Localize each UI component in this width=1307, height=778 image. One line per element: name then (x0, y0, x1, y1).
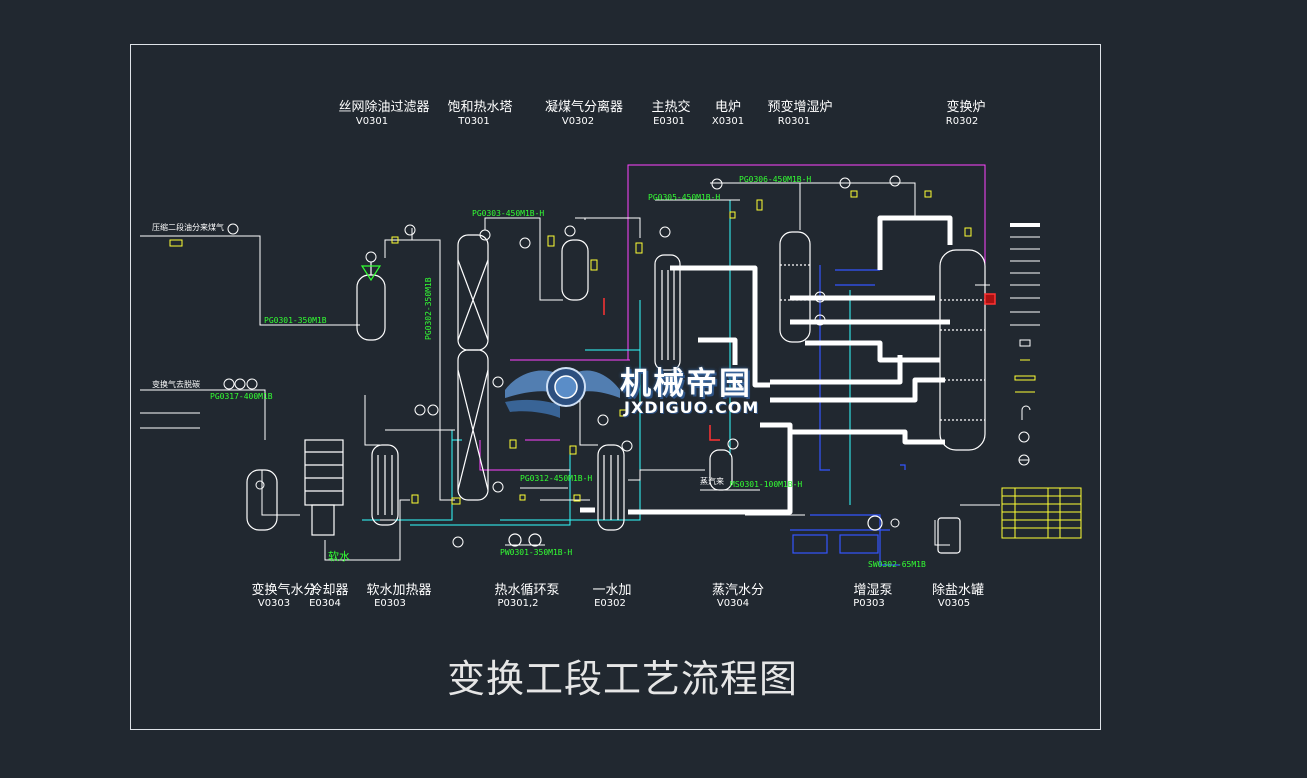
shift-converter (939, 249, 986, 451)
equipment-name: 冷却器 (309, 583, 349, 598)
main-heat-exchanger (654, 254, 681, 371)
magenta-lines (479, 164, 986, 471)
saturation-tower (457, 234, 489, 351)
thick-pipes (580, 215, 953, 515)
pipeline-label: MS0301-100M1B-H (730, 480, 803, 489)
equipment-tag: V0301 (355, 116, 389, 127)
pipeline-label: PW0301-350M1B-H (500, 548, 573, 557)
inlet-label: 蒸汽来 (700, 477, 724, 486)
equipment-name: 蒸汽水分 (711, 583, 765, 598)
equipment-tag: E0301 (653, 116, 685, 127)
equipment-tag: V0303 (257, 598, 291, 609)
equipment-shapes (246, 231, 986, 554)
cyan-lines (362, 200, 851, 526)
equipment-name: 饱和热水塔 (447, 100, 513, 115)
pipeline-label: PG0302-350M1B (424, 277, 433, 340)
filter-vessel (356, 274, 386, 341)
pipeline-label: PG0305-450M1B-H (648, 193, 721, 202)
hot-water-pump-1 (508, 533, 522, 547)
inlet-label: 软水 (328, 550, 350, 563)
equipment-name: 一水加 (592, 583, 632, 598)
blue-lines (790, 265, 906, 566)
equipment-name: 热水循环泵 (494, 583, 560, 598)
valve-symbols (169, 190, 972, 505)
equipment-tag: E0304 (309, 598, 341, 609)
primary-water-heater (597, 444, 625, 531)
pipeline-label: PG0301-350M1B (264, 316, 327, 325)
drawing-frame (130, 44, 1101, 730)
steam-separator (709, 449, 733, 491)
cooler (304, 439, 344, 506)
equipment-tag: X0301 (711, 116, 745, 127)
instrument-bubbles (223, 175, 901, 548)
watermark-text: 机械帝国 (620, 366, 752, 402)
equipment-name: 变换炉 (946, 100, 986, 115)
pre-shift-reactor (779, 231, 811, 343)
equipment-tag: V0304 (716, 598, 750, 609)
soft-water-heater (371, 444, 399, 526)
pipeline-label: PG0317-400M1B (210, 392, 273, 401)
equipment-name: 除盐水罐 (931, 583, 985, 598)
equipment-tag: V0305 (937, 598, 971, 609)
hot-water-pump-2 (528, 533, 542, 547)
equipment-name: 软水加热器 (366, 583, 432, 598)
equipment-name: 主热交 (651, 100, 691, 115)
separator-vessel (561, 239, 589, 301)
watermark-logo (505, 367, 620, 418)
equipment-name: 电炉 (714, 100, 742, 115)
pipeline-label: SW0302-65M1B (868, 560, 926, 569)
equipment-name: 丝网除油过滤器 (338, 100, 430, 115)
pipeline-label: PG0303-450M1B-H (472, 209, 545, 218)
equipment-tag: P0303 (853, 598, 885, 609)
equipment-name: 预变增湿炉 (767, 100, 833, 115)
drawing-title: 变换工段工艺流程图 (447, 657, 799, 701)
red-markers (603, 293, 996, 441)
equipment-tag: E0302 (594, 598, 626, 609)
outlet-label: 变换气去脱碳 (152, 380, 200, 389)
equipment-name: 变换气水分 (251, 583, 317, 598)
humidifier-pump (867, 515, 883, 531)
equipment-name: 增湿泵 (853, 583, 893, 598)
equipment-tag: P0301,2 (497, 598, 539, 609)
legend-table (1001, 487, 1082, 539)
inlet-label: 压缩二段油分来煤气 (152, 223, 224, 232)
process-lines (140, 182, 1000, 561)
demineralized-water-tank (937, 517, 961, 554)
equipment-tag: V0302 (561, 116, 595, 127)
shift-gas-separator (246, 469, 278, 531)
watermark-url: JXDIGUO.COM (624, 398, 760, 417)
pipeline-label: PG0312-450M1B-H (520, 474, 593, 483)
equipment-tag: T0301 (458, 116, 490, 127)
equipment-tag: R0302 (945, 116, 979, 127)
equipment-tag: R0301 (777, 116, 811, 127)
legend-symbols (1010, 223, 1040, 466)
equipment-tag: E0303 (374, 598, 406, 609)
equipment-name: 凝煤气分离器 (544, 100, 624, 115)
pipeline-label: PG0306-450M1B-H (739, 175, 812, 184)
